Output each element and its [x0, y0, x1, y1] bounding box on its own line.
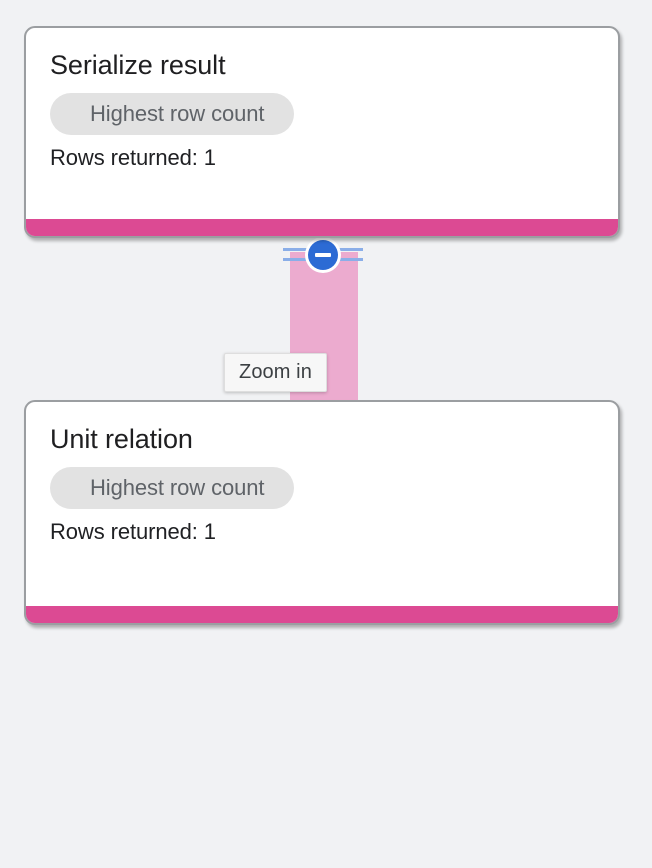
minus-circle-icon[interactable]: [305, 237, 341, 273]
node-rows-returned: Rows returned: 1: [50, 145, 216, 170]
toggle-disc: [308, 240, 338, 270]
node-metric-chip[interactable]: Highest row count: [50, 93, 295, 135]
node-card-body: Serialize result Highest row count Rows …: [26, 28, 618, 219]
zoom-in-tooltip: Zoom in: [224, 353, 327, 392]
node-status-bar: [26, 219, 618, 236]
node-card-serialize-result[interactable]: Serialize result Highest row count Rows …: [24, 26, 620, 238]
node-status-bar: [26, 606, 618, 623]
node-title: Serialize result: [50, 50, 226, 80]
node-card-unit-relation[interactable]: Unit relation Highest row count Rows ret…: [24, 400, 620, 625]
node-title: Unit relation: [50, 424, 193, 454]
node-card-body: Unit relation Highest row count Rows ret…: [26, 402, 618, 606]
node-rows-returned: Rows returned: 1: [50, 519, 216, 544]
minus-glyph: [315, 253, 331, 257]
node-metric-chip[interactable]: Highest row count: [50, 467, 295, 509]
